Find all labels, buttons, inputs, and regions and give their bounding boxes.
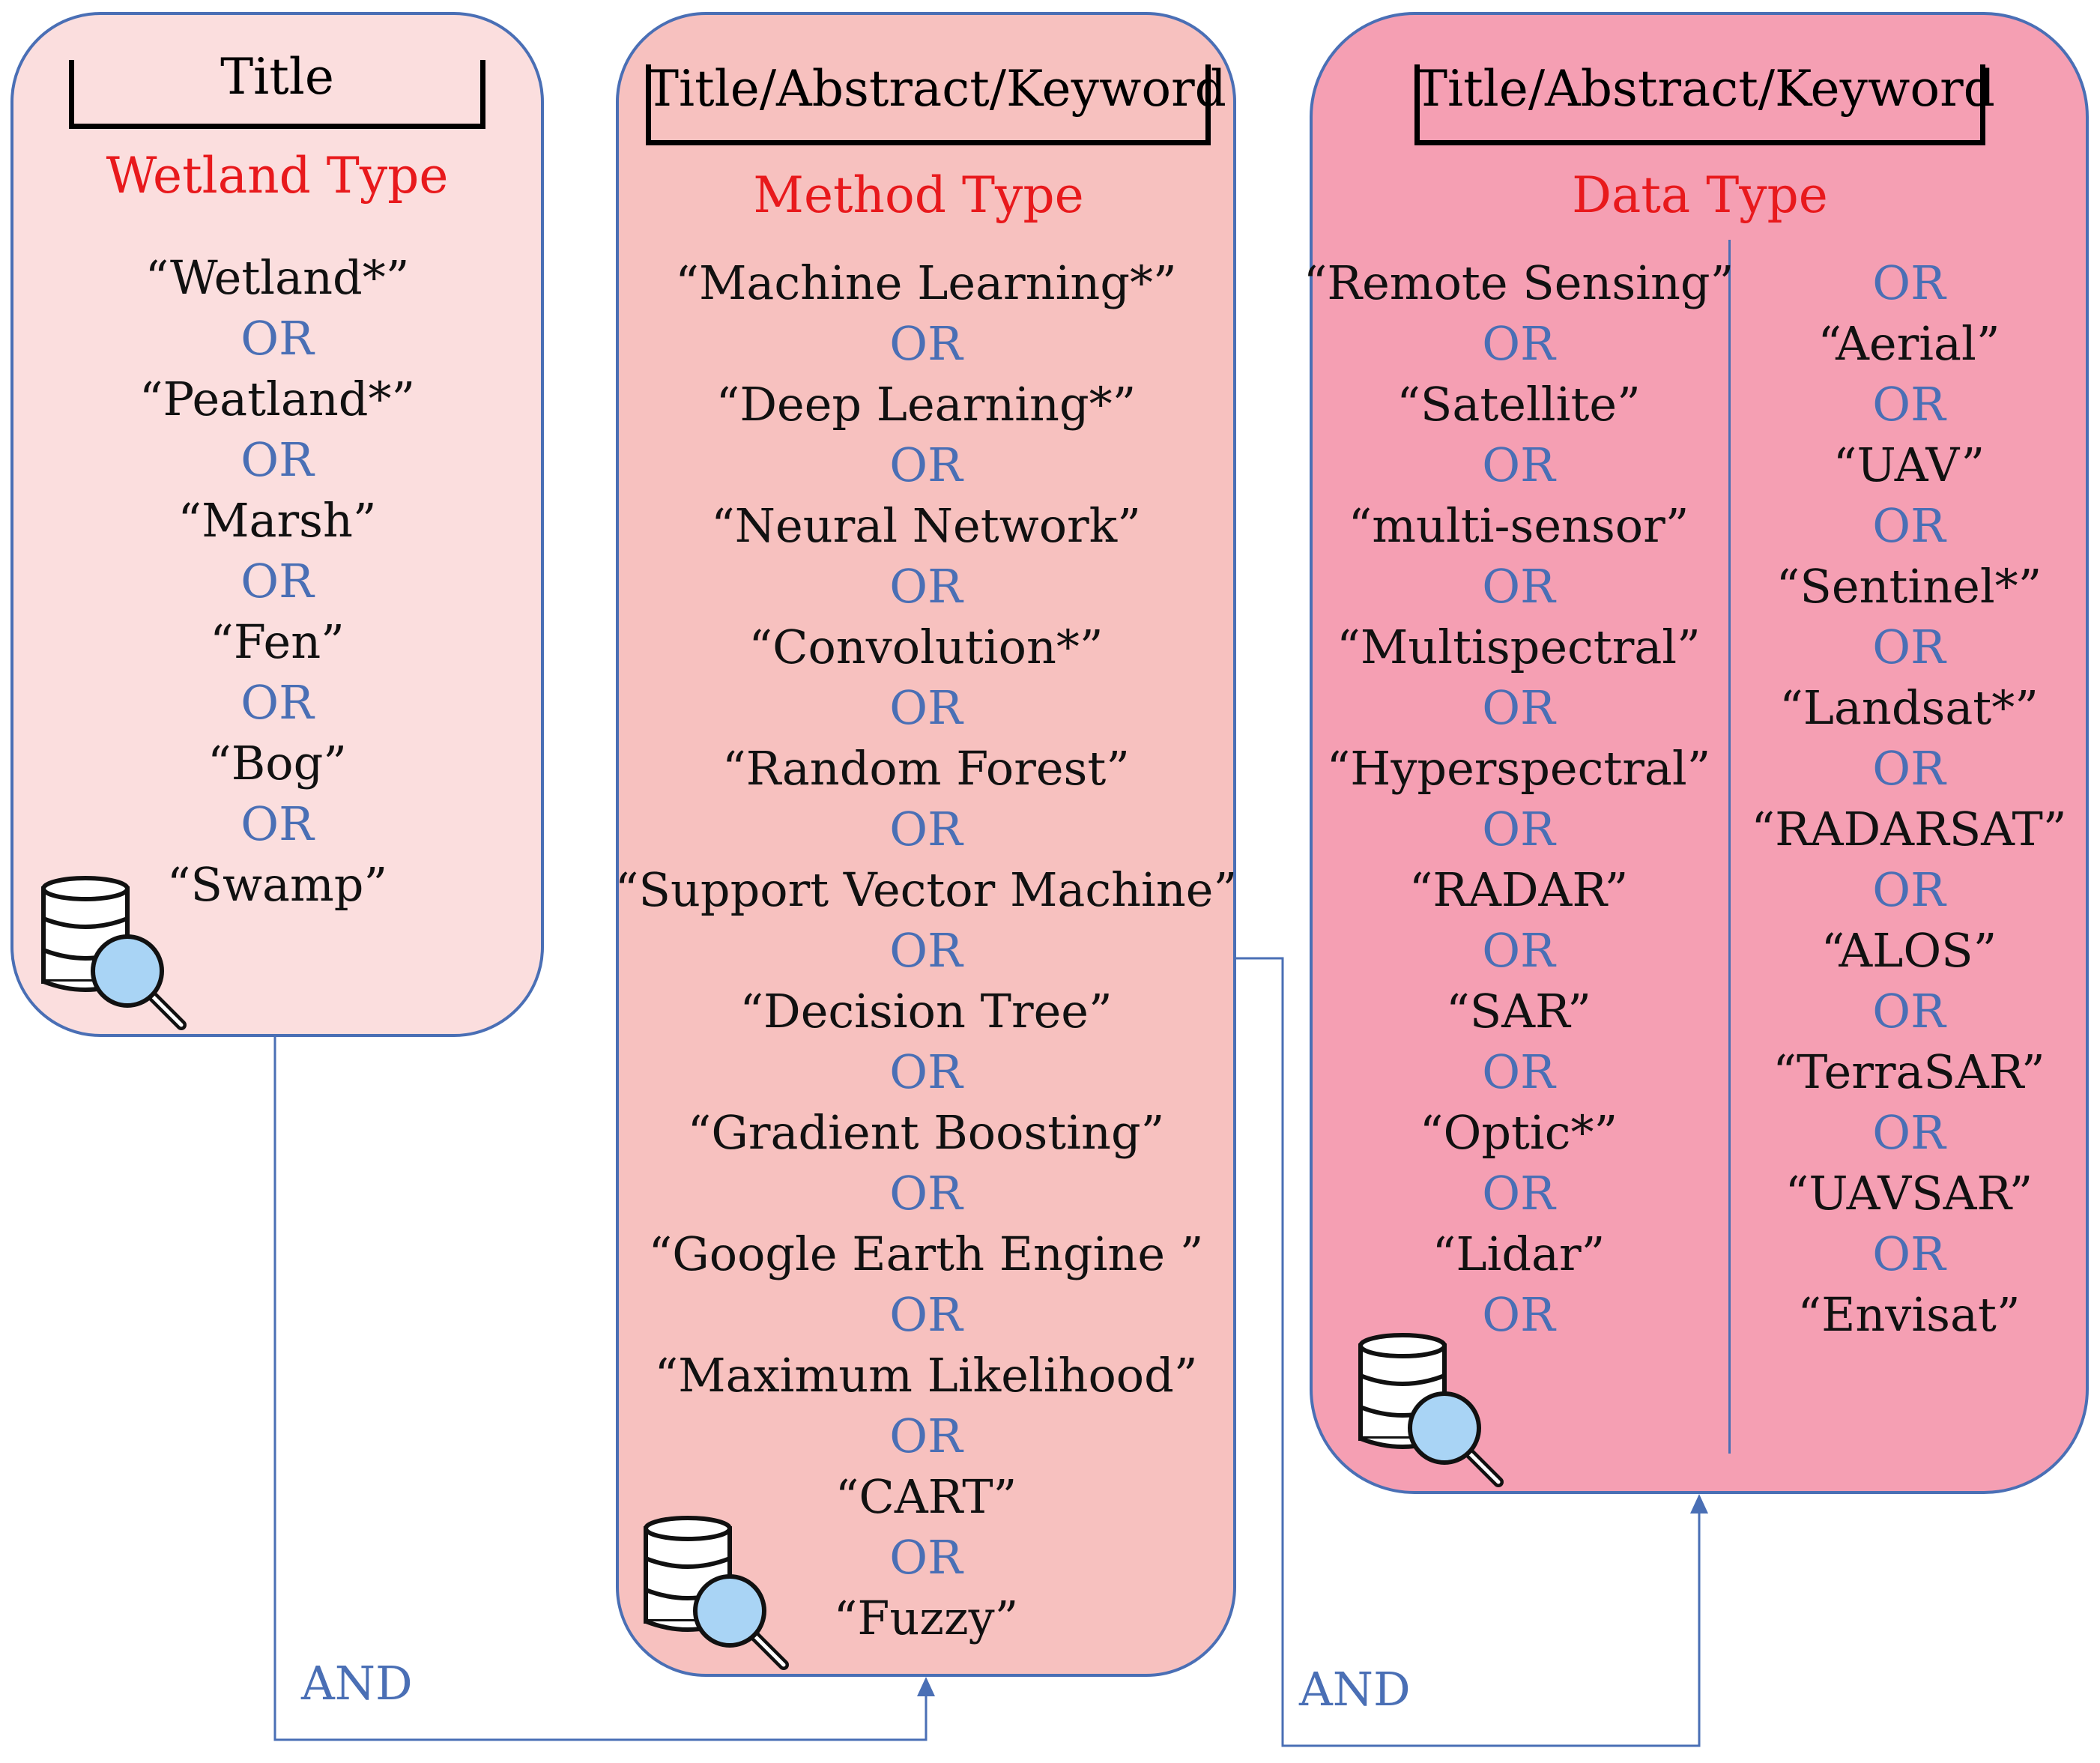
search-term: “RADARSAT” (1751, 802, 2067, 856)
or-operator: OR (1482, 680, 1555, 735)
data-type-panel (1310, 12, 2089, 1494)
arrowhead-data (1690, 1494, 1708, 1513)
or-operator: OR (889, 680, 963, 735)
column-divider (1728, 240, 1731, 1454)
or-operator: OR (1872, 862, 1946, 917)
or-operator: OR (240, 311, 314, 366)
search-term: “Optic*” (1419, 1105, 1618, 1160)
search-term: “Random Forest” (722, 741, 1130, 796)
or-operator: OR (1872, 1227, 1946, 1281)
wetland-terms: “Wetland*” OR “Peatland*” OR “Marsh” OR “Fen” O… (105, 247, 450, 915)
or-operator: OR (889, 1044, 963, 1099)
data-panel-header: Title/Abstract/Keyword (1414, 60, 1995, 118)
search-term: “Envisat” (1797, 1287, 2021, 1342)
search-term: “Aerial” (1818, 316, 2000, 371)
search-term: “Fuzzy” (833, 1591, 1019, 1645)
search-term: “Deep Learning*” (715, 377, 1137, 432)
search-term: “ALOS” (1821, 923, 1997, 978)
search-term: “RADAR” (1408, 862, 1629, 917)
search-term: “Peatland*” (139, 372, 416, 426)
search-term: “Bog” (208, 736, 347, 790)
or-operator: OR (1872, 620, 1946, 674)
search-term: “Sentinel*” (1776, 559, 2042, 614)
or-operator: OR (1482, 1287, 1555, 1342)
method-category-title: Method Type (753, 166, 1084, 224)
title-abstract-keyword-bracket (646, 64, 1211, 145)
data-terms-left: “Remote Sensing” OR “Satellite” OR “multi-se… (1304, 252, 1734, 1345)
search-term: “Swamp” (166, 857, 388, 912)
or-operator: OR (1872, 741, 1946, 796)
search-term: “CART” (835, 1469, 1017, 1524)
search-term: “Maximum Likelihood” (654, 1348, 1198, 1403)
search-term: “SAR” (1446, 984, 1591, 1038)
search-term: “Landsat*” (1779, 680, 2039, 735)
or-operator: OR (1482, 438, 1555, 492)
or-operator: OR (889, 923, 963, 978)
or-operator: OR (889, 316, 963, 371)
or-operator: OR (889, 559, 963, 614)
and-connector-wetland-method (273, 1037, 928, 1741)
search-term: “Fen” (210, 614, 345, 669)
or-operator: OR (1872, 498, 1946, 553)
or-operator: OR (1482, 923, 1555, 978)
or-operator: OR (240, 796, 314, 851)
search-term: “Convolution*” (748, 620, 1104, 674)
or-operator: OR (1872, 984, 1946, 1038)
or-operator: OR (240, 554, 314, 608)
and-label-1: AND (301, 1656, 413, 1711)
search-term: “Multispectral” (1337, 620, 1701, 674)
search-term: “Hyperspectral” (1326, 741, 1711, 796)
search-term: “Lidar” (1432, 1227, 1606, 1281)
and-label-2: AND (1299, 1662, 1411, 1717)
search-term: “Google Earth Engine ” (648, 1227, 1204, 1281)
or-operator: OR (889, 802, 963, 856)
method-panel-header: Title/Abstract/Keyword (646, 60, 1226, 118)
or-operator: OR (240, 675, 314, 730)
or-operator: OR (240, 432, 314, 487)
search-term: “Marsh” (178, 493, 377, 548)
method-terms: “Machine Learning*” OR “Deep Learning*” OR “… (615, 252, 1237, 1648)
data-terms-right: OR “Aerial” OR “UAV” OR “Sentinel*” OR “Landsat… (1732, 252, 2086, 1345)
data-category-title: Data Type (1572, 166, 1828, 224)
search-term: “UAVSAR” (1785, 1166, 2033, 1221)
title-bracket (69, 60, 485, 129)
and-connector-method-data (1236, 957, 1701, 1747)
search-term: “TerraSAR” (1773, 1044, 2045, 1099)
search-term: “Machine Learning*” (675, 255, 1177, 310)
or-operator: OR (889, 1287, 963, 1342)
search-term: “Neural Network” (711, 498, 1141, 553)
search-term: “Support Vector Machine” (614, 862, 1238, 917)
or-operator: OR (889, 438, 963, 492)
or-operator: OR (1482, 559, 1555, 614)
search-term: “Decision Tree” (739, 984, 1113, 1038)
wetland-type-panel (10, 12, 544, 1037)
search-term: “multi-sensor” (1348, 498, 1689, 553)
or-operator: OR (889, 1530, 963, 1585)
database-search-icon (41, 876, 187, 1030)
wetland-category-title: Wetland Type (106, 147, 449, 205)
search-term: “Remote Sensing” (1303, 255, 1734, 310)
search-term: “Satellite” (1397, 377, 1641, 432)
or-operator: OR (1482, 1044, 1555, 1099)
title-abstract-keyword-bracket (1414, 64, 1985, 145)
method-type-panel (616, 12, 1236, 1677)
or-operator: OR (1482, 802, 1555, 856)
or-operator: OR (1872, 255, 1946, 310)
or-operator: OR (1872, 1105, 1946, 1160)
wetland-panel-header: Title (220, 48, 334, 106)
database-search-icon (1358, 1333, 1504, 1487)
arrowhead-method (917, 1677, 935, 1696)
or-operator: OR (889, 1409, 963, 1463)
search-term: “Wetland*” (145, 250, 410, 305)
search-term: “UAV” (1833, 438, 1985, 492)
search-term: “Gradient Boosting” (687, 1105, 1165, 1160)
database-search-icon (644, 1516, 789, 1670)
or-operator: OR (1872, 377, 1946, 432)
or-operator: OR (1482, 1166, 1555, 1221)
or-operator: OR (1482, 316, 1555, 371)
or-operator: OR (889, 1166, 963, 1221)
